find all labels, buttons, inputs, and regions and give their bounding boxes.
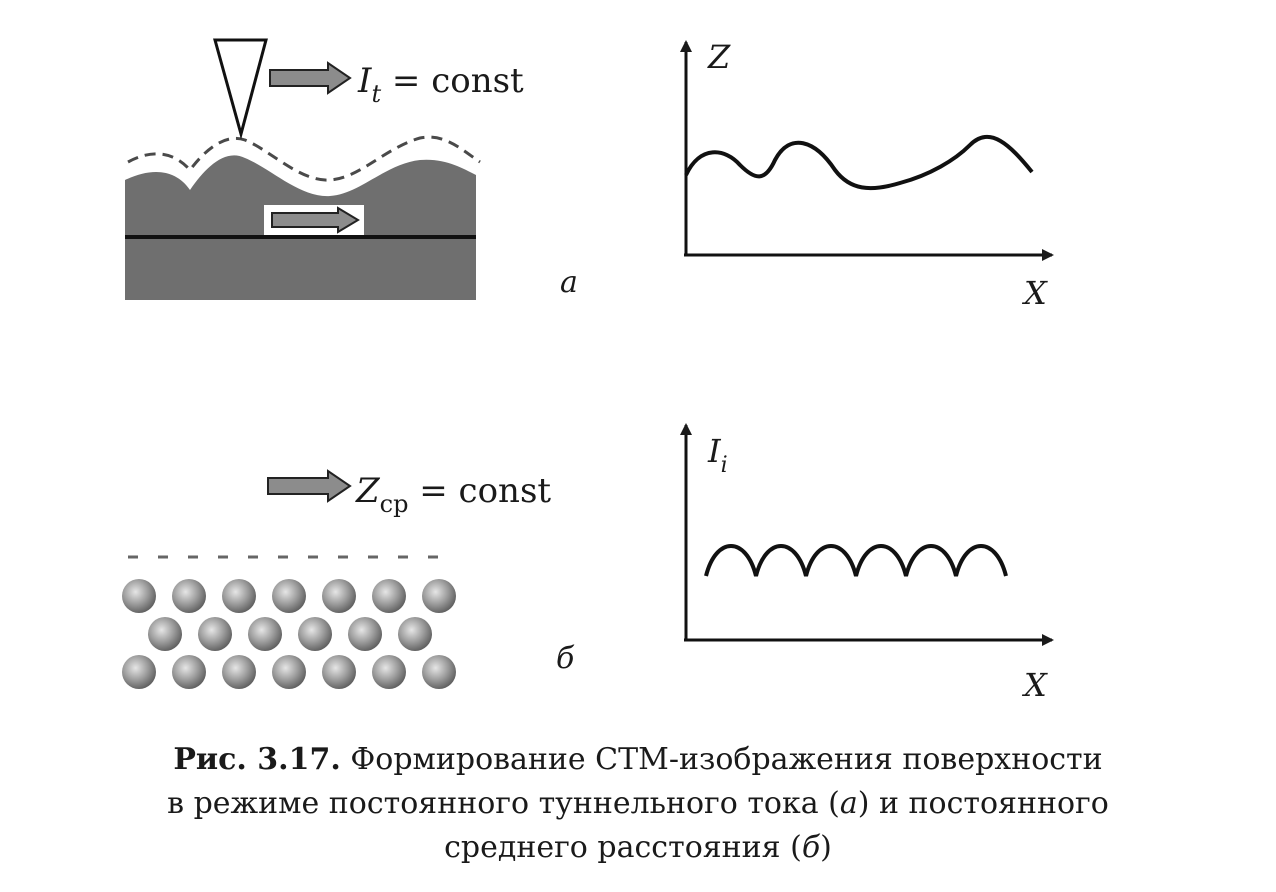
panel-a-letter: a [560,265,578,300]
atom [372,655,406,689]
condition-b-subscript: ср [380,490,409,518]
condition-b-rest: = const [408,471,551,511]
current-profile-curve [704,544,1008,577]
z-axis-label: Z [707,38,731,76]
caption-line2-start: в режиме постоянного туннельного тока ( [167,786,840,821]
caption-letter-b: б [801,830,821,865]
atom [248,617,282,651]
atom [398,617,432,651]
x-axis-label-b: X [1021,666,1048,704]
caption-letter-a: а [839,786,858,821]
caption-line-2: в режиме постоянного туннельного тока (а… [0,782,1276,826]
caption-line1-text: Формирование СТМ-изображения поверхности [340,742,1103,777]
figure-caption: Рис. 3.17. Формирование СТМ-изображения … [0,738,1276,870]
svg-text:Ii: Ii [707,432,728,478]
atom [172,655,206,689]
tip-trajectory-dashed [127,135,481,182]
atom [148,617,182,651]
scan-direction-arrow [264,205,364,235]
current-axis-symbol: I [707,432,722,470]
panel-a-graph: Z X [680,38,1054,312]
x-axis-label-a: X [1021,274,1048,312]
atom [122,579,156,613]
atom [322,655,356,689]
atom [272,579,306,613]
atom [422,655,456,689]
condition-a-symbol: I [357,61,372,101]
svg-text:It = const: It = const [357,61,524,108]
caption-label: Рис. 3.17. [173,742,341,777]
feedback-arrow-b [267,469,352,503]
atom [172,579,206,613]
condition-a-subscript: t [371,80,381,108]
panel-b-letter: б [556,641,575,676]
condition-a-rest: = const [381,61,524,101]
current-axis-subscript: i [721,453,728,478]
stm-tip [213,38,268,140]
atom [348,617,382,651]
panel-a-sample: It = const a [125,38,578,300]
caption-line3-end: ) [820,830,832,865]
atom-lattice [122,579,456,689]
atom [422,579,456,613]
atom [372,579,406,613]
caption-line-3: среднего расстояния (б) [0,826,1276,870]
condition-b-symbol: Z [355,471,381,511]
panel-b-sample: Zср = const б [122,469,575,689]
atom [298,617,332,651]
atom [198,617,232,651]
z-profile-curve [684,134,1034,191]
atom [272,655,306,689]
atom [222,655,256,689]
caption-line2-end: ) и постоянного [857,786,1109,821]
atom [322,579,356,613]
atom [122,655,156,689]
svg-text:Zср = const: Zср = const [355,471,551,518]
atom [222,579,256,613]
caption-line3-start: среднего расстояния ( [444,830,802,865]
panel-b-graph: Ii X [680,423,1054,704]
feedback-arrow-a [269,61,352,95]
caption-line-1: Рис. 3.17. Формирование СТМ-изображения … [0,738,1276,782]
